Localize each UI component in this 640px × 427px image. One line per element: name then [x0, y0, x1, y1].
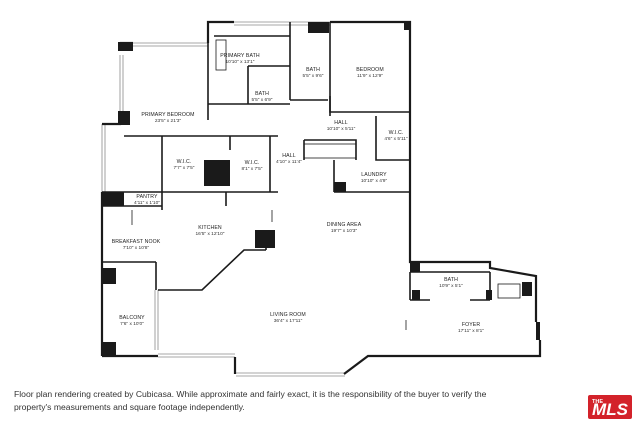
living-room-dim: 36'4" x 17'11"	[274, 318, 303, 324]
wic-mid-dim: 8'1" x 7'5"	[242, 166, 263, 172]
hall-top-dim: 10'10" x 5'11"	[327, 126, 356, 132]
bath-right-label: BATH	[444, 277, 458, 283]
laundry-label: LAUNDRY	[361, 172, 387, 178]
hall-top-label: HALL	[334, 120, 347, 126]
bath-right-dim: 10'9" x 5'1"	[439, 283, 463, 289]
hall-mid-label: HALL	[282, 153, 295, 159]
breakfast-dim: 7'10" x 10'8"	[123, 245, 150, 251]
pantry-dim: 4'11" x 1'10"	[134, 200, 160, 206]
bath-small-label: BATH	[255, 91, 269, 97]
bath-top-dim: 5'5" x 9'6"	[303, 73, 324, 79]
bedroom-label: BEDROOM	[356, 67, 384, 73]
caption-line-2: property's measurements and square foota…	[14, 401, 245, 412]
primary-bath-dim: 10'10" x 13'1"	[226, 59, 255, 65]
wic-right-dim: 4'6" x 5'11"	[384, 136, 408, 142]
bath-small-dim: 5'5" x 6'9"	[252, 97, 273, 103]
logo-mark: MLS	[592, 400, 629, 419]
bath-top-label: BATH	[306, 67, 320, 73]
balcony-label: BALCONY	[119, 315, 145, 321]
floor-plan: PRIMARY BATH 10'10" x 13'1" BATH 5'5" x …	[100, 20, 542, 377]
primary-bedroom-label: PRIMARY BEDROOM	[141, 112, 194, 118]
wic-right-label: W.I.C.	[389, 130, 404, 136]
primary-bath-label: PRIMARY BATH	[220, 53, 260, 59]
mls-logo: THE MLS	[588, 395, 632, 419]
foyer-dim: 17'11" x 8'1"	[458, 328, 484, 334]
foyer-label: FOYER	[462, 322, 481, 328]
fixtures	[131, 39, 521, 330]
wic-left-label: W.I.C.	[177, 159, 192, 165]
dining-label: DINING AREA	[327, 222, 362, 228]
living-room-label: LIVING ROOM	[270, 312, 306, 318]
balcony-dim: 7'6" x 10'0"	[120, 321, 144, 327]
hall-mid-dim: 4'10" x 11'4"	[276, 159, 302, 165]
windows	[101, 21, 345, 377]
breakfast-label: BREAKFAST NOOK	[112, 239, 161, 245]
kitchen-dim: 16'5" x 12'10"	[196, 231, 225, 237]
room-labels: PRIMARY BATH 10'10" x 13'1" BATH 5'5" x …	[112, 53, 485, 334]
wic-mid-label: W.I.C.	[245, 160, 260, 166]
laundry-dim: 10'10" x 4'9"	[361, 178, 388, 184]
caption-line-1: Floor plan rendering created by Cubicasa…	[14, 389, 487, 399]
structural-columns	[102, 22, 540, 356]
primary-bedroom-dim: 23'5" x 21'3"	[155, 118, 182, 124]
bedroom-dim: 11'9" x 12'9"	[357, 73, 383, 79]
logo-the: THE	[592, 399, 603, 405]
dining-dim: 19'7" x 10'3"	[331, 228, 358, 234]
wic-left-dim: 7'7" x 7'5"	[174, 165, 195, 171]
disclaimer-caption: Floor plan rendering created by Cubicasa…	[14, 388, 574, 413]
kitchen-label: KITCHEN	[198, 225, 222, 231]
pantry-label: PANTRY	[136, 194, 158, 200]
